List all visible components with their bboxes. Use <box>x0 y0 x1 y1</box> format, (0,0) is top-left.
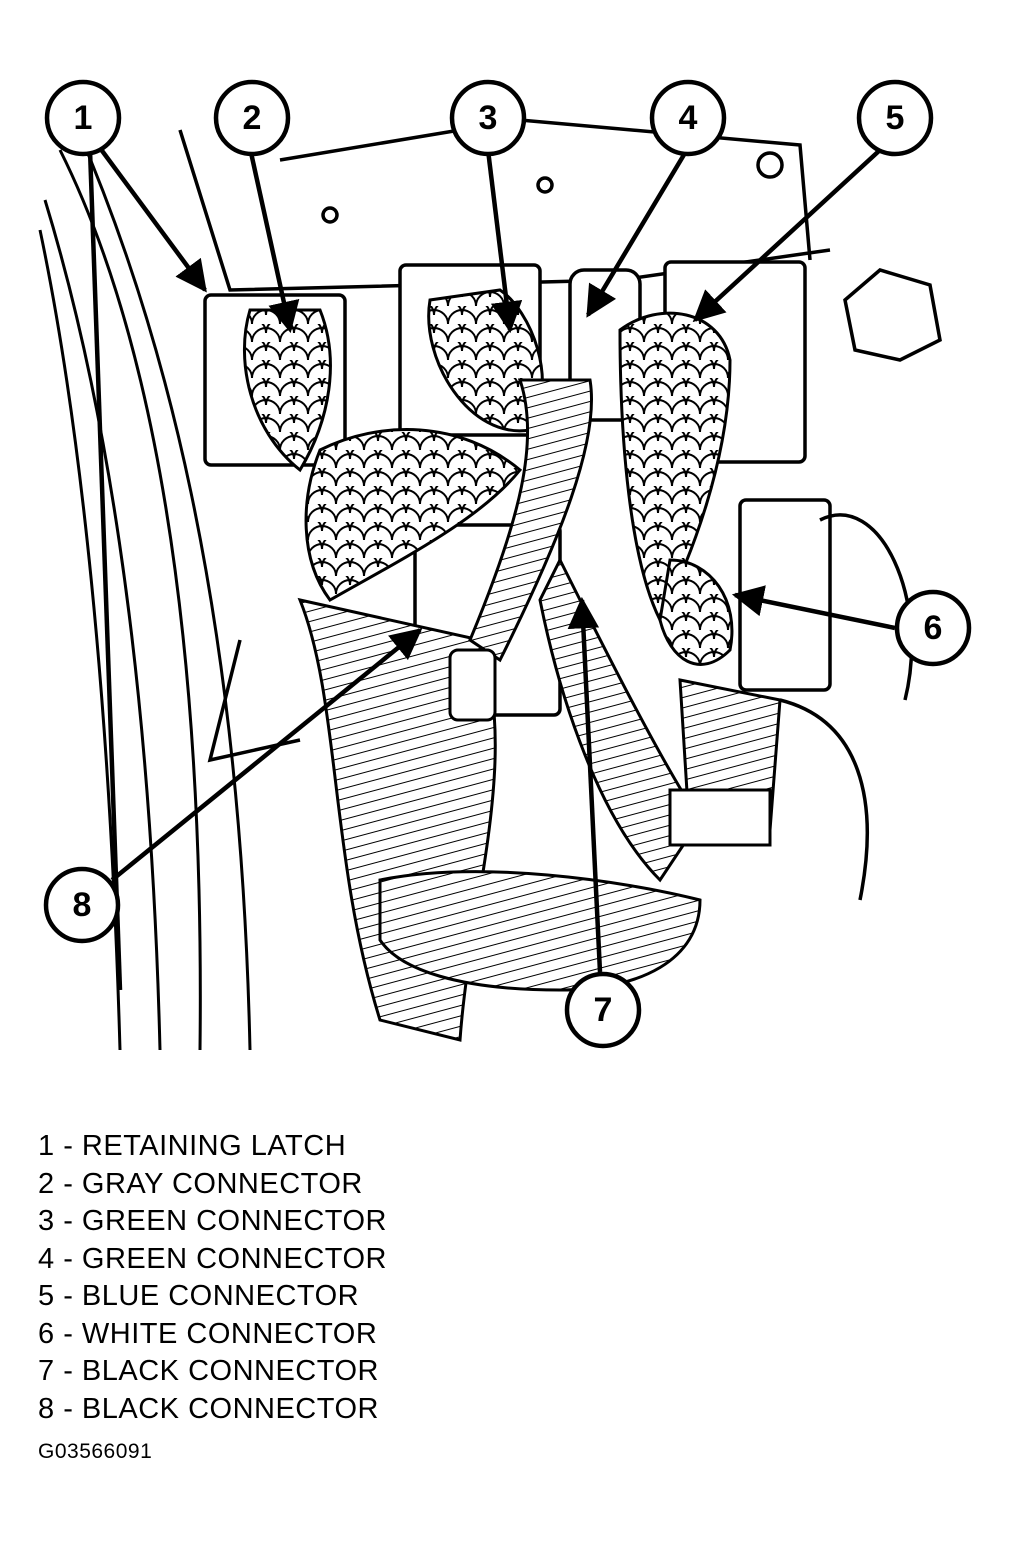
legend-number: 7 <box>38 1355 55 1387</box>
legend-number: 5 <box>38 1280 55 1312</box>
callout-number-1: 1 <box>74 99 93 137</box>
legend-item: 7 - BLACK CONNECTOR <box>38 1353 387 1391</box>
legend-text: GREEN CONNECTOR <box>81 1205 387 1237</box>
legend-number: 4 <box>38 1242 55 1275</box>
legend-separator: - <box>54 1130 82 1162</box>
wiring-illustration: 1 2 3 4 5 6 7 8 <box>38 79 972 1051</box>
legend-text: GRAY CONNECTOR <box>81 1167 363 1200</box>
callout-circles <box>43 79 972 1049</box>
callout-number-8: 8 <box>73 886 92 924</box>
callout-number-2: 2 <box>243 99 262 137</box>
callout-number-3: 3 <box>479 99 498 137</box>
callout-circle-2 <box>213 79 291 157</box>
callout-number-4: 4 <box>679 99 698 137</box>
legend-item: 1 - RETAINING LATCH <box>38 1128 387 1166</box>
legend-number: 2 <box>38 1167 55 1200</box>
callout-circle-3 <box>449 79 527 157</box>
legend-text: RETAINING LATCH <box>81 1130 347 1162</box>
legend-separator: - <box>54 1317 82 1350</box>
callout-circle-1 <box>44 79 122 157</box>
legend-item: 3 - GREEN CONNECTOR <box>38 1203 387 1241</box>
callout-circle-5 <box>856 79 934 157</box>
legend-item: 6 - WHITE CONNECTOR <box>38 1316 387 1354</box>
wire-harness <box>243 288 782 1042</box>
legend-separator: - <box>54 1392 82 1425</box>
legend-separator: - <box>54 1205 82 1237</box>
callout-numbers: 1 2 3 4 5 6 7 8 <box>73 99 943 1029</box>
legend-separator: - <box>54 1280 82 1312</box>
legend-number: 3 <box>38 1205 55 1237</box>
callout-circle-7 <box>564 971 642 1049</box>
callout-circle-8 <box>43 866 121 944</box>
callout-number-6: 6 <box>924 609 943 647</box>
legend-text: GREEN CONNECTOR <box>81 1242 387 1275</box>
legend-separator: - <box>54 1355 82 1387</box>
legend-number: 1 <box>38 1130 55 1162</box>
legend-item: 4 - GREEN CONNECTOR <box>38 1241 387 1279</box>
legend-separator: - <box>54 1167 82 1200</box>
legend-list: 1 - RETAINING LATCH 2 - GRAY CONNECTOR 3… <box>38 1128 387 1428</box>
legend-item: 2 - GRAY CONNECTOR <box>38 1166 387 1204</box>
legend-text: WHITE CONNECTOR <box>81 1317 378 1350</box>
callout-circle-6 <box>894 589 972 667</box>
legend-text: BLACK CONNECTOR <box>81 1392 379 1425</box>
legend-item: 5 - BLUE CONNECTOR <box>38 1278 387 1316</box>
callout-circle-4 <box>649 79 727 157</box>
callout-number-7: 7 <box>594 991 613 1029</box>
leader-lines <box>87 146 896 991</box>
legend-number: 6 <box>38 1317 55 1350</box>
legend-number: 8 <box>38 1392 55 1425</box>
figure-id: G03566091 <box>38 1440 153 1463</box>
legend-text: BLACK CONNECTOR <box>81 1355 379 1387</box>
legend-text: BLUE CONNECTOR <box>81 1280 360 1312</box>
legend-separator: - <box>54 1242 82 1275</box>
callout-number-5: 5 <box>886 99 905 137</box>
legend-item: 8 - BLACK CONNECTOR <box>38 1391 387 1429</box>
